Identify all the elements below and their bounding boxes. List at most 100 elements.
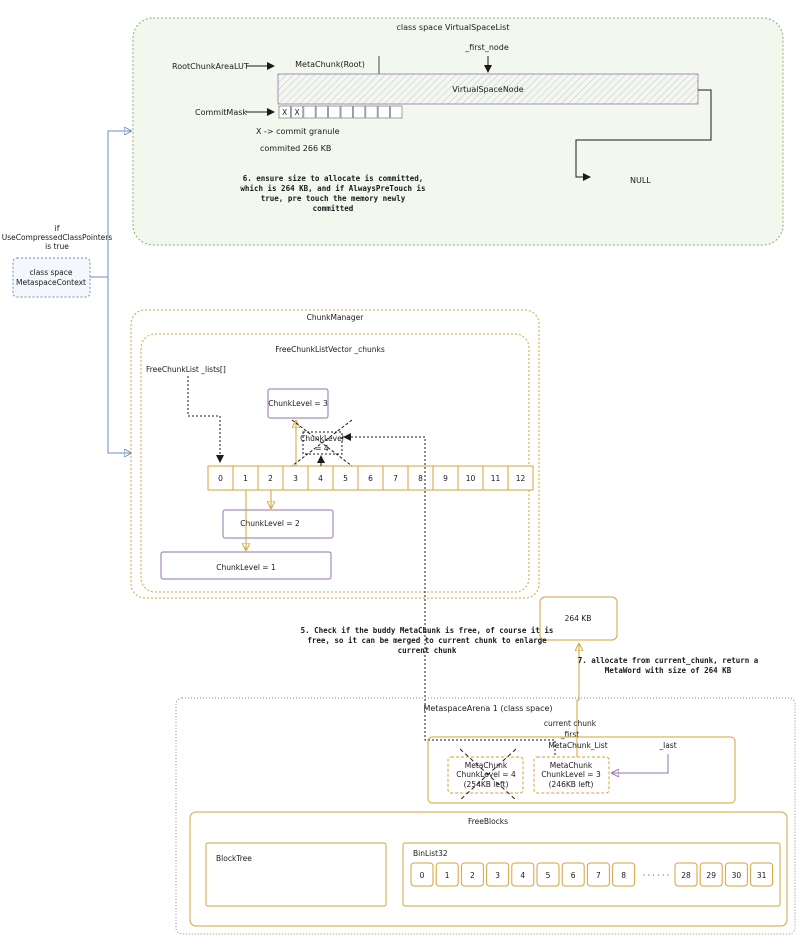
commit-cell xyxy=(290,105,304,119)
chunk-array-index: 12 xyxy=(516,474,526,483)
virtual-space-node-label: VirtualSpaceNode xyxy=(452,85,523,94)
virtual-space-list-group: class space VirtualSpaceList RootChunkAr… xyxy=(132,17,784,246)
metaspace-context-line-2: MetaspaceContext xyxy=(16,278,86,287)
chunk-level-1-box xyxy=(160,551,332,580)
bin-cell xyxy=(511,862,535,887)
chunk-array-index: 11 xyxy=(491,474,501,483)
step-6-line-4: committed xyxy=(313,204,354,213)
bin-cell xyxy=(561,862,585,887)
chunk-manager-title: ChunkManager xyxy=(307,313,365,322)
commit-mask-label: CommitMask xyxy=(195,108,247,117)
step-6-line-2: which is 264 KB, and if AlwaysPreTouch i… xyxy=(240,184,425,193)
chunk-array-index: 3 xyxy=(293,474,298,483)
chunk-array-index: 8 xyxy=(418,474,423,483)
chunk-level-4-line-2: = 4 xyxy=(315,444,329,453)
step-6-annotation: 6. ensure size to allocate is committed,… xyxy=(240,174,425,213)
bin-cell xyxy=(699,862,723,887)
chunk-level-2-box xyxy=(222,509,334,539)
step-6-line-1: 6. ensure size to allocate is committed, xyxy=(243,174,424,183)
chunk-array-slot xyxy=(482,465,509,491)
bin-cell-index: 29 xyxy=(706,871,716,880)
bin-ellipsis: · · · · · · xyxy=(643,871,669,880)
chunk-level-2-label: ChunkLevel = 2 xyxy=(240,519,300,528)
bin-cell xyxy=(460,862,484,887)
step-6-line-3: true, pre touch the memory newly xyxy=(261,194,406,203)
chunk-array-slot xyxy=(357,465,384,491)
free-chunk-list-vector-title: FreeChunkListVector _chunks xyxy=(275,345,385,354)
chunk-array-index: 7 xyxy=(393,474,398,483)
bin-cell-index: 4 xyxy=(520,871,525,880)
free-chunk-list-vector-container xyxy=(140,333,530,593)
current-chunk-label: current chunk xyxy=(544,719,597,728)
bin-cell-index: 3 xyxy=(495,871,500,880)
commit-cell-mark: X xyxy=(282,108,287,117)
bin-cell-index: 30 xyxy=(732,871,742,880)
bin-cell-index: 8 xyxy=(621,871,626,880)
chunk-array-index: 0 xyxy=(218,474,223,483)
chunk-level-3-label: ChunkLevel = 3 xyxy=(268,399,328,408)
metaspace-arena-container xyxy=(175,697,796,935)
bin-cell-index: 6 xyxy=(571,871,576,880)
bin-cell-index: 7 xyxy=(596,871,601,880)
chunk-array-index: 10 xyxy=(466,474,476,483)
step-7-annotation: 7. allocate from current_chunk, return a… xyxy=(578,656,759,675)
chunk-array-index: 9 xyxy=(443,474,448,483)
virtual-space-node-box xyxy=(277,73,699,105)
chunk-manager-group: ChunkManager FreeChunkListVector _chunks… xyxy=(130,309,540,599)
commit-cell xyxy=(390,105,403,119)
metaspace-arena-title: MetaspaceArena 1 (class space) xyxy=(423,704,552,713)
chunk-array-slot xyxy=(382,465,409,491)
metachunk-a-line-1: MetaChunk xyxy=(465,761,508,770)
commit-cell xyxy=(377,105,391,119)
root-chunk-lut-label: RootChunkAreaLUT xyxy=(172,62,249,71)
metachunk-a-line-3: (254KB left) xyxy=(464,780,509,789)
free-chunk-lists-label: FreeChunkList _lists[] xyxy=(146,365,226,374)
chunk-array-slot xyxy=(432,465,459,491)
chunk-level-1-label: ChunkLevel = 1 xyxy=(216,563,276,572)
commit-granule-legend: X -> commit granule xyxy=(256,127,340,136)
chunk-level-3-box xyxy=(267,388,329,419)
commit-cell xyxy=(303,105,316,119)
first-node-label: _first_node xyxy=(464,43,509,52)
chunk-array-index: 1 xyxy=(243,474,248,483)
bin-cell-index: 0 xyxy=(420,871,425,880)
commit-cell xyxy=(315,105,329,119)
chunk-level-4-cross-b xyxy=(291,419,353,467)
bin-list-label: BinList32 xyxy=(413,849,448,858)
metaspace-context-box xyxy=(12,257,91,298)
commit-cell xyxy=(278,105,291,119)
bin-cell xyxy=(435,862,459,887)
buddy-merge-dashed-arrow xyxy=(343,436,556,762)
last-to-chunk-arrow xyxy=(612,754,669,773)
chunk-manager-container xyxy=(130,309,540,599)
commit-cell-mark: X xyxy=(295,108,300,117)
chunk-array-index: 6 xyxy=(368,474,373,483)
bin-cell-index: 2 xyxy=(470,871,475,880)
condition-line-1: if xyxy=(55,224,60,233)
committed-size-label: commited 266 KB xyxy=(260,144,331,153)
bin-cell xyxy=(750,862,774,887)
commit-cell xyxy=(340,105,353,119)
metachunk-b-line-3: (246KB left) xyxy=(549,780,594,789)
bin-cell-index: 5 xyxy=(546,871,551,880)
metachunk-list-title: MetaChunk_List xyxy=(548,741,607,750)
metachunk-b-line-1: MetaChunk xyxy=(550,761,593,770)
kb264-label: 264 KB xyxy=(565,614,592,623)
metaspace-context-line-1: class space xyxy=(29,268,72,277)
chunk-array-slot xyxy=(507,465,534,491)
bin-cell xyxy=(410,862,434,887)
condition-line-3: is true xyxy=(45,242,69,251)
bin-cell xyxy=(674,862,698,887)
context-to-vsl-arrow xyxy=(90,131,131,278)
context-to-chunk-manager-arrow xyxy=(107,277,131,453)
step-5-line-3: current chunk xyxy=(398,646,457,655)
chunk-array-index: 2 xyxy=(268,474,273,483)
null-label: NULL xyxy=(630,176,651,185)
virtual-space-list-title: class space VirtualSpaceList xyxy=(397,23,510,32)
bin-cell-index: 1 xyxy=(445,871,450,880)
chunk-array-slot xyxy=(257,465,284,491)
